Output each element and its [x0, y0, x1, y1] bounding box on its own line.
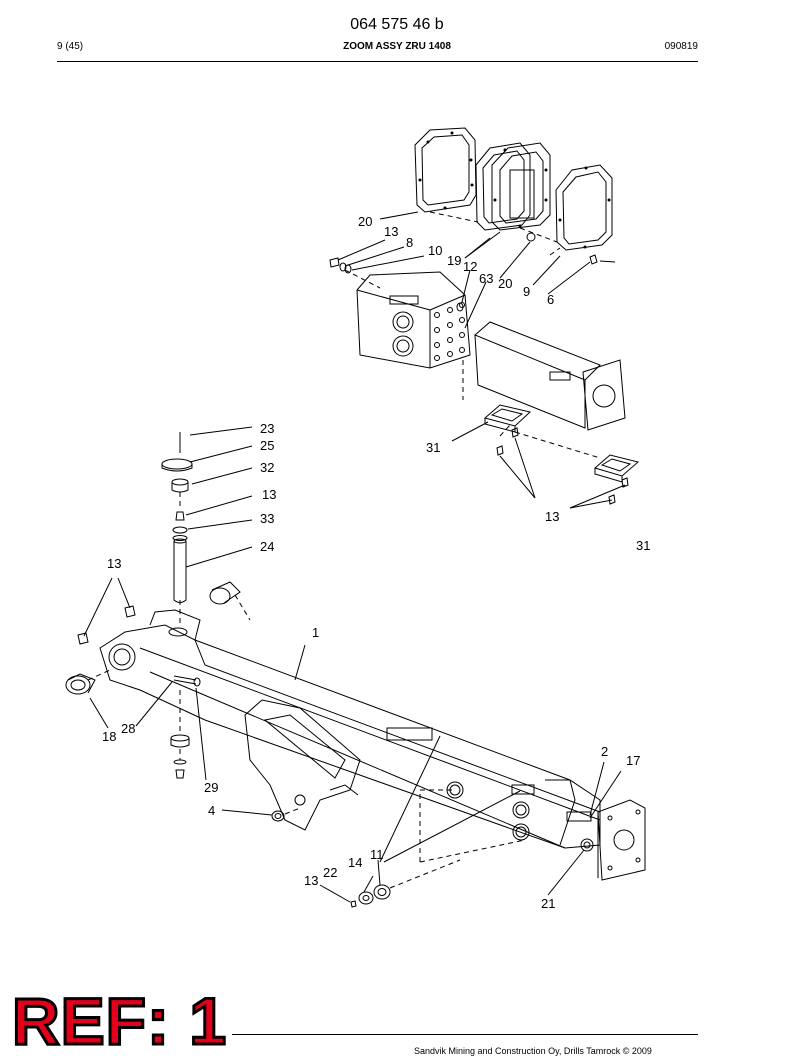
washers-14-22	[358, 884, 391, 905]
gearbox-bolts	[434, 302, 465, 361]
gearbox-housing	[356, 271, 471, 369]
upper-fasteners	[329, 232, 616, 312]
ref-stamp: REF: 1	[10, 984, 228, 1058]
footer-copyright: Sandvik Mining and Construction Oy, Dril…	[414, 1046, 652, 1056]
callout-13-upper: 13	[384, 224, 398, 239]
leader-lines	[83, 211, 622, 903]
gasket-plate-middle-front	[475, 142, 531, 231]
callout-28: 28	[121, 721, 135, 736]
callout-31-upper: 31	[426, 440, 440, 455]
callout-18: 18	[102, 729, 116, 744]
callout-29: 29	[204, 780, 218, 795]
bushing-upper-right	[209, 581, 241, 605]
callout-32: 32	[260, 460, 274, 475]
grease-nipples	[77, 605, 357, 908]
callout-31-lower: 31	[636, 538, 650, 553]
callout-33: 33	[260, 511, 274, 526]
document-title: ZOOM ASSY ZRU 1408	[343, 41, 451, 52]
bushing-4	[271, 810, 285, 822]
bushing-left	[65, 673, 96, 695]
callout-9: 9	[523, 284, 530, 299]
beam-arm	[244, 699, 361, 831]
mounting-plate-lower	[593, 454, 640, 483]
header-rule	[57, 61, 698, 62]
callout-22: 22	[323, 865, 337, 880]
main-beam	[99, 609, 601, 849]
callout-12: 12	[463, 259, 477, 274]
callout-23: 23	[260, 421, 274, 436]
callout-8: 8	[406, 235, 413, 250]
gasket-plate-right	[555, 164, 613, 251]
callout-25: 25	[260, 438, 274, 453]
callout-13-plates: 13	[545, 509, 559, 524]
callout-1: 1	[312, 625, 319, 640]
callout-19: 19	[447, 253, 461, 268]
upper-beam-tube	[462, 321, 626, 431]
callout-10: 10	[428, 243, 442, 258]
callout-24: 24	[260, 539, 274, 554]
construction-lines	[87, 211, 601, 889]
callout-63: 63	[479, 271, 493, 286]
footer-rule	[232, 1034, 698, 1035]
v-leader-13-plates	[499, 437, 626, 509]
callout-2: 2	[601, 744, 608, 759]
document-number: 064 575 46 b	[350, 16, 444, 33]
callout-20-upper: 20	[358, 214, 372, 229]
callout-17: 17	[626, 753, 640, 768]
callout-14: 14	[348, 855, 362, 870]
callout-11: 11	[370, 847, 384, 862]
callout-13-washers: 13	[304, 873, 318, 888]
page-reference: 9 (45)	[57, 41, 84, 52]
plate-bolts	[496, 427, 629, 505]
callout-13-nipples: 13	[107, 556, 121, 571]
callout-4: 4	[208, 803, 215, 818]
pivot-pin-stack	[161, 432, 193, 603]
gasket-plate-middle-back	[491, 142, 551, 231]
document-date: 090819	[664, 41, 698, 52]
gasket-plate-left	[414, 127, 477, 213]
callout-13-pin: 13	[262, 487, 276, 502]
callout-6: 6	[547, 292, 554, 307]
callout-20-right: 20	[498, 276, 512, 291]
callout-21: 21	[541, 896, 555, 911]
end-flange	[580, 799, 646, 881]
gasket-bolt-holes	[418, 131, 611, 249]
